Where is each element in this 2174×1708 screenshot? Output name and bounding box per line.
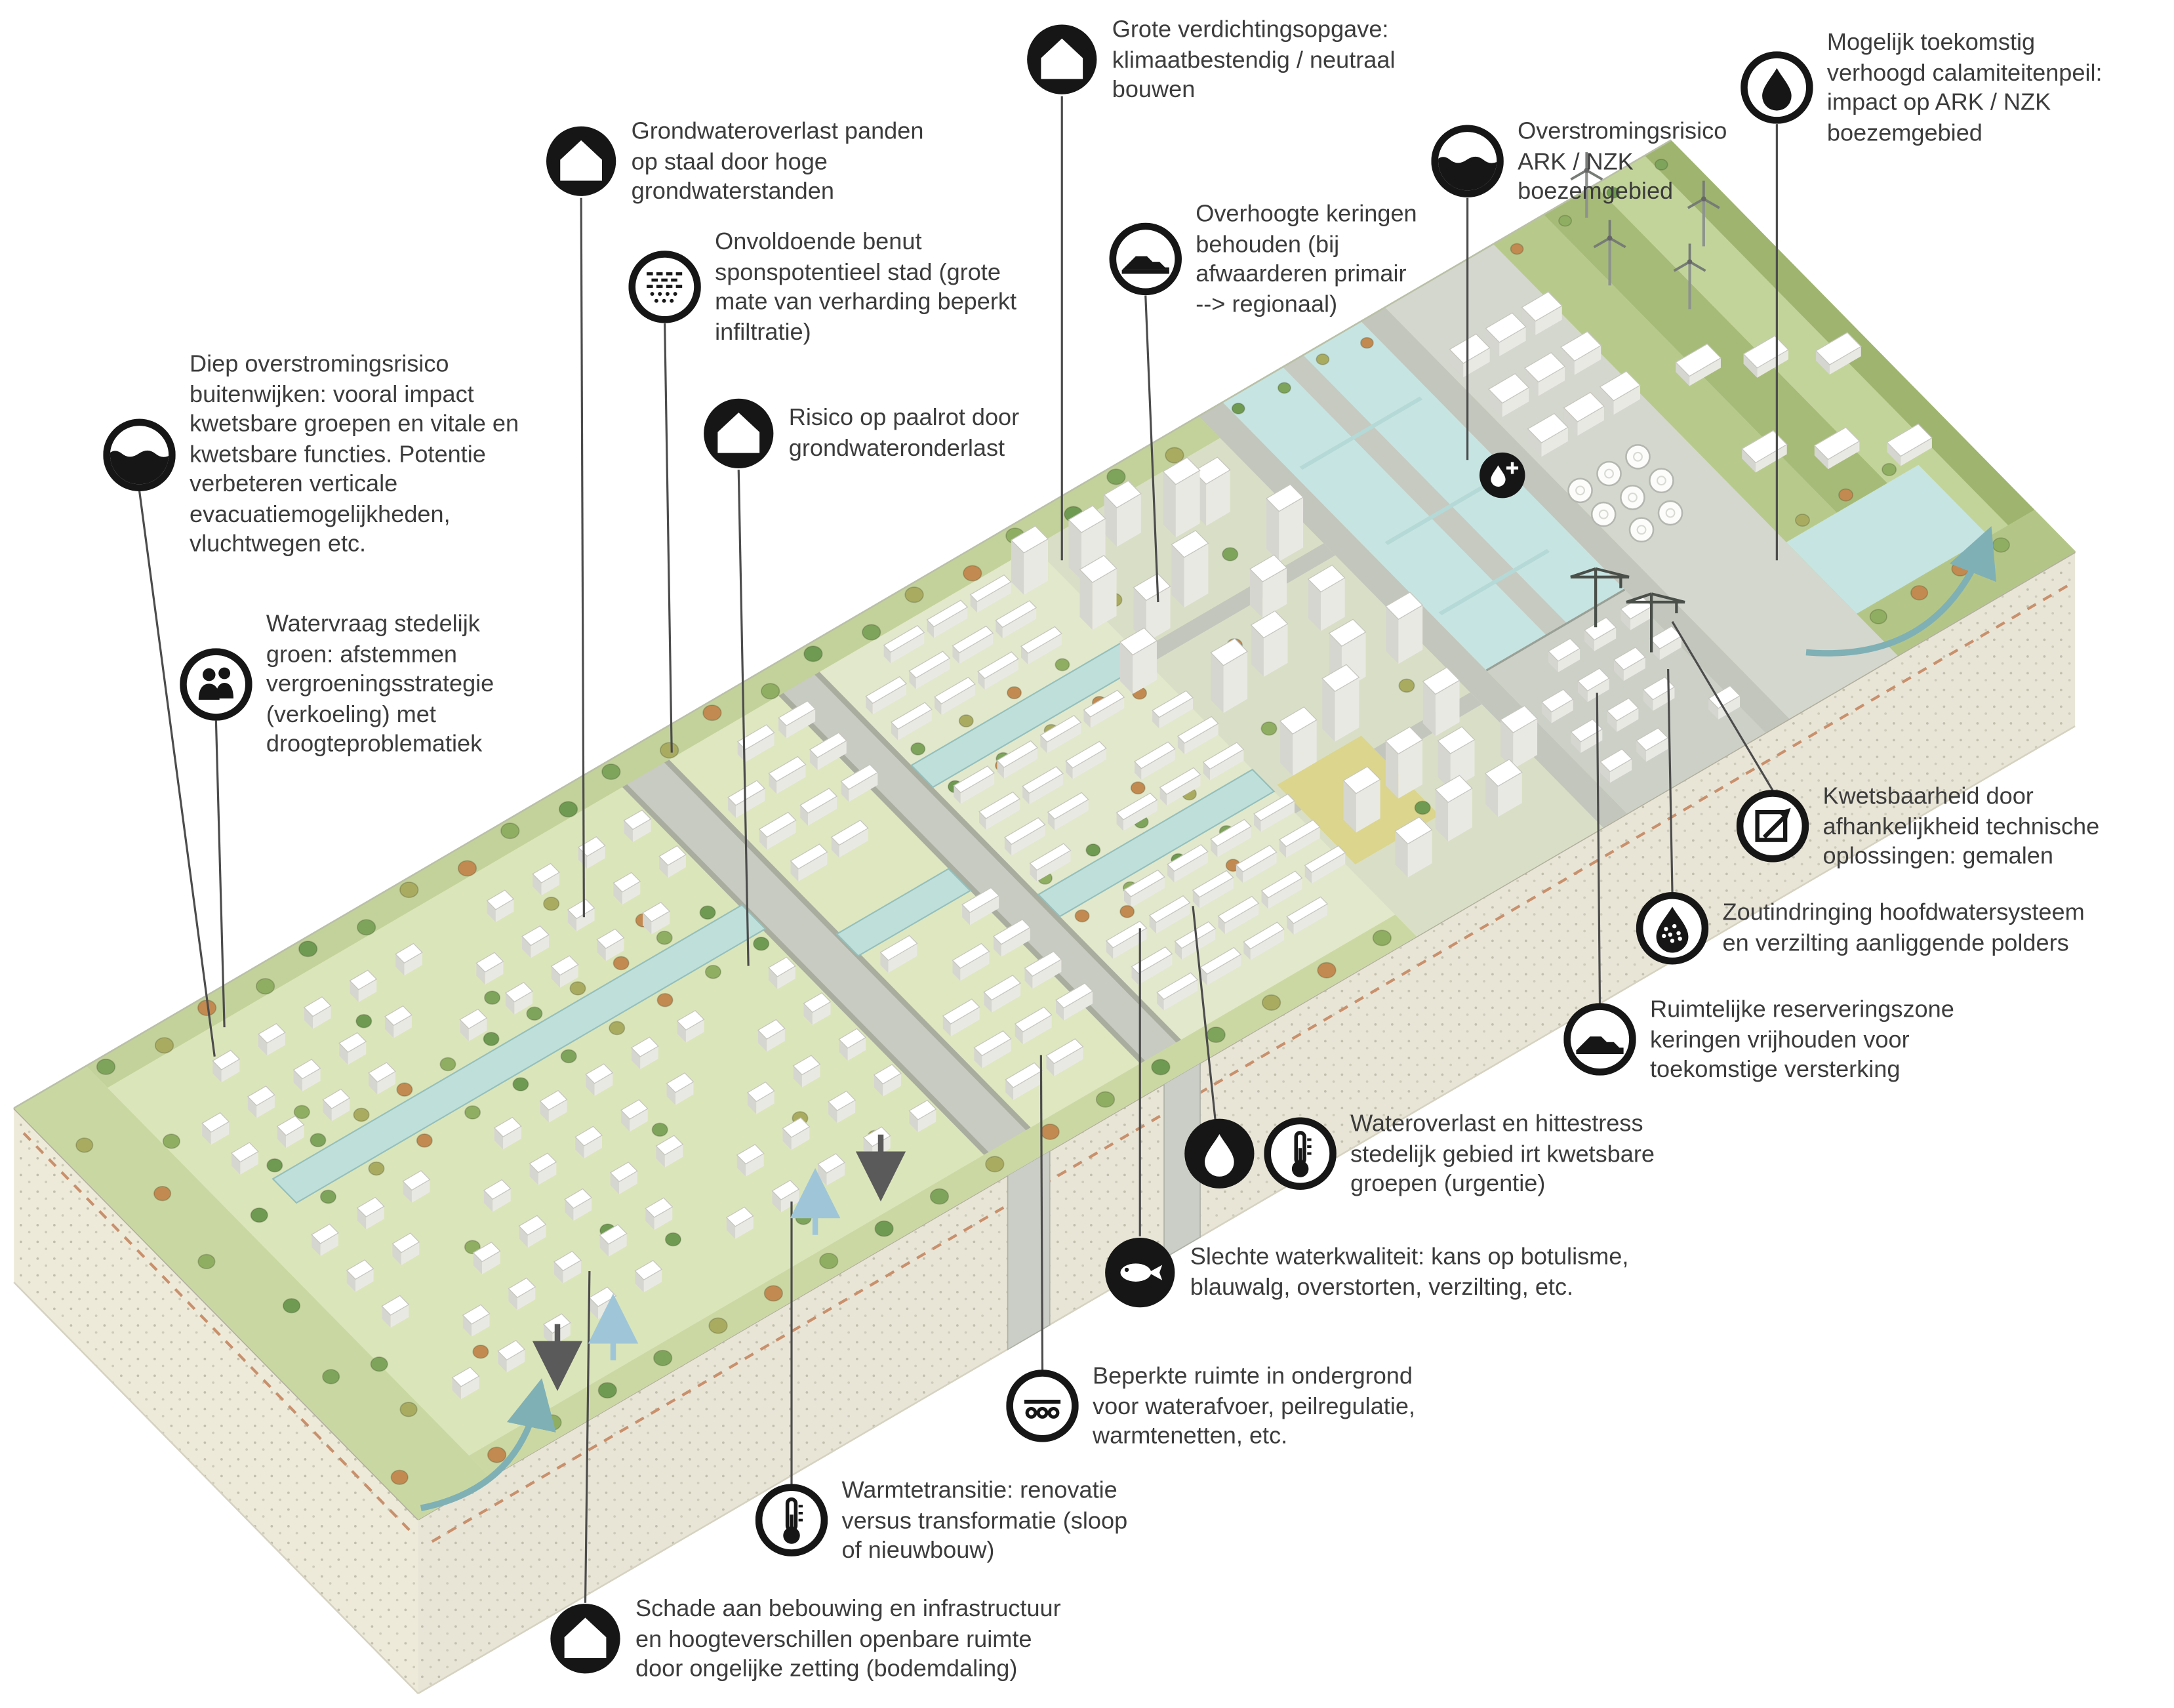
- annotation-water-quality: Slechte waterkwaliteit: kans op botulism…: [1104, 1236, 1628, 1309]
- annotation-text: Kwetsbaarheid door afhankelijkheid techn…: [1822, 783, 2100, 870]
- thermometer-icon: [755, 1484, 828, 1557]
- annotation-text: Grondwateroverlast panden op staal door …: [631, 117, 924, 205]
- annotation-text: Ruimtelijke reserveringszone keringen vr…: [1650, 996, 1954, 1083]
- water-level-drop-icon: [1741, 52, 1813, 125]
- salt-drop-icon: [1636, 892, 1709, 965]
- annotation-text: Zoutindringing hoofdwatersysteem en verz…: [1722, 899, 2085, 956]
- soil-cliff: [13, 551, 2076, 1694]
- fish-icon: [1104, 1236, 1177, 1309]
- annotation-dike-height: Overhoogte keringen behouden (bij afwaar…: [1110, 199, 1417, 319]
- infiltration-icon: [628, 251, 701, 324]
- dike-profile-icon: [1563, 1004, 1636, 1076]
- flow-arrows: [420, 526, 1996, 1511]
- annotation-text: Beperkte ruimte in ondergrond voor water…: [1093, 1362, 1416, 1450]
- annotation-reservation-zone: Ruimtelijke reserveringszone keringen vr…: [1563, 994, 1954, 1085]
- house-icon: [1026, 24, 1098, 96]
- annotation-deep-flood-risk: Diep overstromingsrisico buitenwijken: v…: [103, 349, 519, 559]
- flood-water-icon: [103, 418, 176, 491]
- annotation-text: Overhoogte keringen behouden (bij afwaar…: [1196, 200, 1417, 317]
- annotation-pump-dependency: Kwetsbaarheid door afhankelijkheid techn…: [1737, 781, 2099, 872]
- annotation-text: Onvoldoende benut sponspotentieel stad (…: [715, 228, 1017, 346]
- annotation-text: Wateroverlast en hittestress stedelijk g…: [1350, 1110, 1655, 1197]
- annotation-text: Watervraag stedelijk groen: afstemmen ve…: [266, 610, 494, 758]
- seepage-arrows: [532, 1134, 906, 1391]
- leader-lines: [138, 96, 1996, 1603]
- house-icon: [545, 125, 618, 198]
- people-icon: [180, 648, 252, 721]
- annotation-heat-transition: Warmtetransitie: renovatie versus transf…: [755, 1476, 1127, 1566]
- annotation-text: Risico op paalrot door grondwateronderla…: [788, 405, 1020, 462]
- annotation-text: Slechte waterkwaliteit: kans op botulism…: [1190, 1244, 1629, 1301]
- annotation-text: Overstromingsrisico ARK / NZK boezemgebi…: [1518, 117, 1727, 205]
- dike-profile-icon: [1110, 223, 1182, 296]
- annotation-sponge-potential: Onvoldoende benut sponspotentieel stad (…: [628, 227, 1017, 347]
- annotation-densification: Grote verdichtingsopgave: klimaatbestend…: [1026, 15, 1396, 106]
- annotation-flood-risk-ark: Overstromingsrisico ARK / NZK boezemgebi…: [1431, 117, 1727, 207]
- water-drop-icon: [1183, 1118, 1256, 1190]
- isometric-landscape: [13, 139, 2076, 1520]
- house-icon: [702, 397, 775, 470]
- house-icon: [549, 1603, 622, 1676]
- water-drop-plus-icon: [1479, 452, 1526, 499]
- annotation-heat-stress: Wateroverlast en hittestress stedelijk g…: [1183, 1109, 1655, 1200]
- annotation-groundwater-nuisance: Grondwateroverlast panden op staal door …: [545, 117, 924, 207]
- annotation-underground-space: Beperkte ruimte in ondergrond voor water…: [1006, 1361, 1415, 1452]
- flood-water-icon: [1431, 125, 1504, 198]
- annotation-salt-intrusion: Zoutindringing hoofdwatersysteem en verz…: [1636, 892, 2085, 965]
- annotation-text: Mogelijk toekomstig verhoogd calamiteite…: [1826, 29, 2103, 146]
- pump-arrow-icon: [1737, 790, 1809, 863]
- underground-pipes-icon: [1006, 1370, 1079, 1443]
- annotation-pile-rot: Risico op paalrot door grondwateronderla…: [702, 397, 1019, 470]
- annotation-text: Grote verdichtingsopgave: klimaatbestend…: [1112, 16, 1396, 103]
- annotation-water-demand-green: Watervraag stedelijk groen: afstemmen ve…: [180, 609, 494, 760]
- thermometer-icon: [1264, 1118, 1337, 1190]
- annotation-calamity-level: Mogelijk toekomstig verhoogd calamiteite…: [1741, 28, 2103, 148]
- annotation-text: Schade aan bebouwing en infrastructuur e…: [635, 1595, 1061, 1682]
- annotation-text: Warmtetransitie: renovatie versus transf…: [841, 1476, 1128, 1564]
- annotation-subsidence: Schade aan bebouwing en infrastructuur e…: [549, 1594, 1061, 1684]
- annotation-text: Diep overstromingsrisico buitenwijken: v…: [190, 350, 519, 558]
